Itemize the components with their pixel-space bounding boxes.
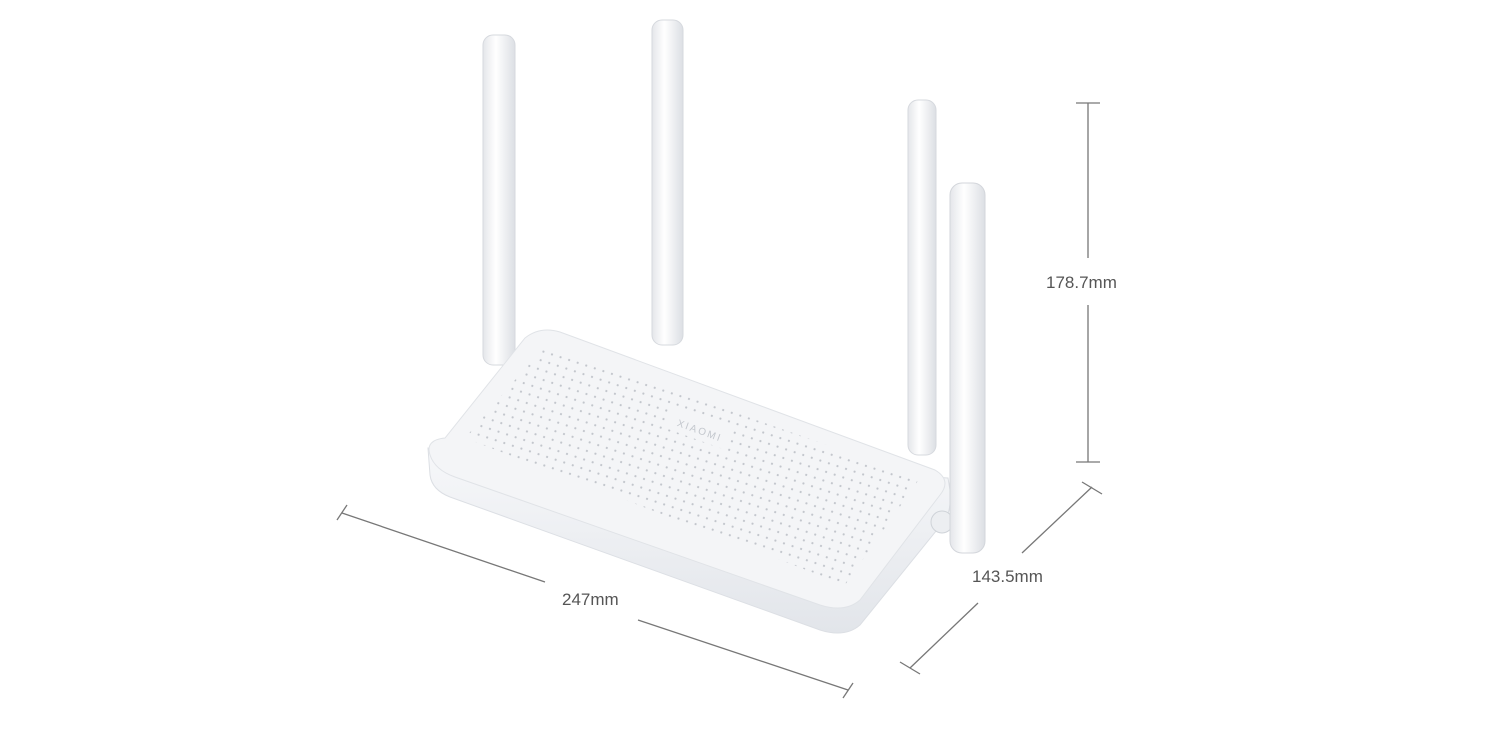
height-dimension-line: [1076, 102, 1100, 463]
depth-label: 143.5mm: [972, 567, 1043, 586]
width-dimension-line: [336, 504, 854, 699]
width-label: 247mm: [562, 590, 619, 609]
antenna-back-middle: [651, 19, 684, 346]
antenna-back-left: [482, 34, 516, 366]
antenna-back-right: [907, 99, 937, 456]
router-body: XIAOMI: [427, 329, 951, 634]
depth-dimension-line: [899, 481, 1103, 675]
antenna-front-right: [930, 182, 986, 554]
height-label: 178.7mm: [1046, 273, 1117, 292]
